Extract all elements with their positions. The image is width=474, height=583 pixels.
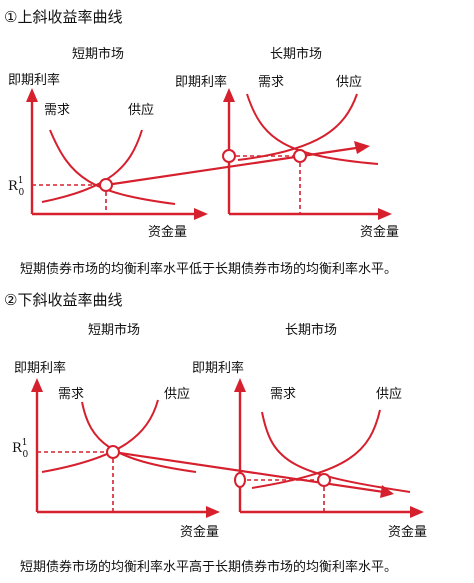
short-equilibrium-point bbox=[99, 178, 113, 192]
long-supply-curve bbox=[251, 409, 381, 489]
long-term-market-title: 长期市场 bbox=[285, 322, 337, 338]
short-x-axis-label: 资金量 bbox=[180, 524, 219, 540]
long-supply-label: 供应 bbox=[376, 386, 402, 402]
long-rate-axis-marker bbox=[222, 149, 236, 163]
long-supply-curve bbox=[237, 93, 358, 161]
short-term-market-title: 短期市场 bbox=[72, 46, 124, 62]
section-title-upward: ①上斜收益率曲线 bbox=[4, 8, 123, 26]
yield-curve-arrowhead bbox=[354, 141, 370, 154]
yield-curve-line bbox=[112, 450, 385, 494]
short-demand-curve bbox=[49, 129, 176, 205]
long-demand-label: 需求 bbox=[270, 387, 296, 402]
long-y-axis-label: 即期利率 bbox=[175, 74, 227, 90]
short-x-axis-label: 资金量 bbox=[148, 224, 187, 240]
short-equilibrium-point bbox=[106, 445, 120, 459]
long-x-arrowhead bbox=[378, 208, 392, 220]
long-equilibrium-point bbox=[317, 473, 331, 487]
long-demand-label: 需求 bbox=[258, 75, 284, 90]
yield-curve-line bbox=[105, 146, 357, 187]
short-term-market-title: 短期市场 bbox=[88, 322, 140, 338]
short-supply-curve bbox=[41, 129, 143, 203]
long-y-axis-label: 即期利率 bbox=[192, 360, 244, 376]
long-demand-curve bbox=[246, 93, 379, 165]
long-x-axis-label: 资金量 bbox=[360, 224, 399, 240]
short-supply-label: 供应 bbox=[164, 386, 190, 402]
short-y-axis-label: 即期利率 bbox=[8, 72, 60, 88]
short-demand-label: 需求 bbox=[44, 103, 70, 118]
long-supply-label: 供应 bbox=[336, 74, 362, 90]
long-y-arrowhead bbox=[234, 378, 246, 392]
short-supply-label: 供应 bbox=[128, 102, 154, 118]
caption-upward: 短期债券市场的均衡利率水平低于长期债券市场的均衡利率水平。 bbox=[20, 262, 398, 277]
short-y-arrowhead bbox=[26, 88, 38, 102]
short-y-axis-label: 即期利率 bbox=[14, 360, 66, 376]
yield-curve-arrowhead bbox=[380, 485, 394, 498]
long-rate-axis-marker bbox=[234, 472, 246, 488]
section-title-downward: ②下斜收益率曲线 bbox=[4, 291, 123, 309]
long-y-arrowhead bbox=[223, 88, 235, 102]
long-demand-curve bbox=[261, 411, 411, 493]
short-x-arrowhead bbox=[206, 506, 220, 518]
short-demand-label: 需求 bbox=[58, 387, 84, 402]
short-x-arrowhead bbox=[194, 208, 208, 220]
long-x-arrowhead bbox=[410, 506, 424, 518]
short-supply-curve bbox=[41, 399, 159, 473]
long-equilibrium-point bbox=[293, 149, 307, 163]
long-x-axis-label: 资金量 bbox=[388, 524, 427, 540]
long-term-market-title: 长期市场 bbox=[270, 46, 322, 62]
caption-downward: 短期债券市场的均衡利率水平高于长期债券市场的均衡利率水平。 bbox=[20, 560, 398, 575]
short-y-arrowhead bbox=[31, 378, 43, 392]
